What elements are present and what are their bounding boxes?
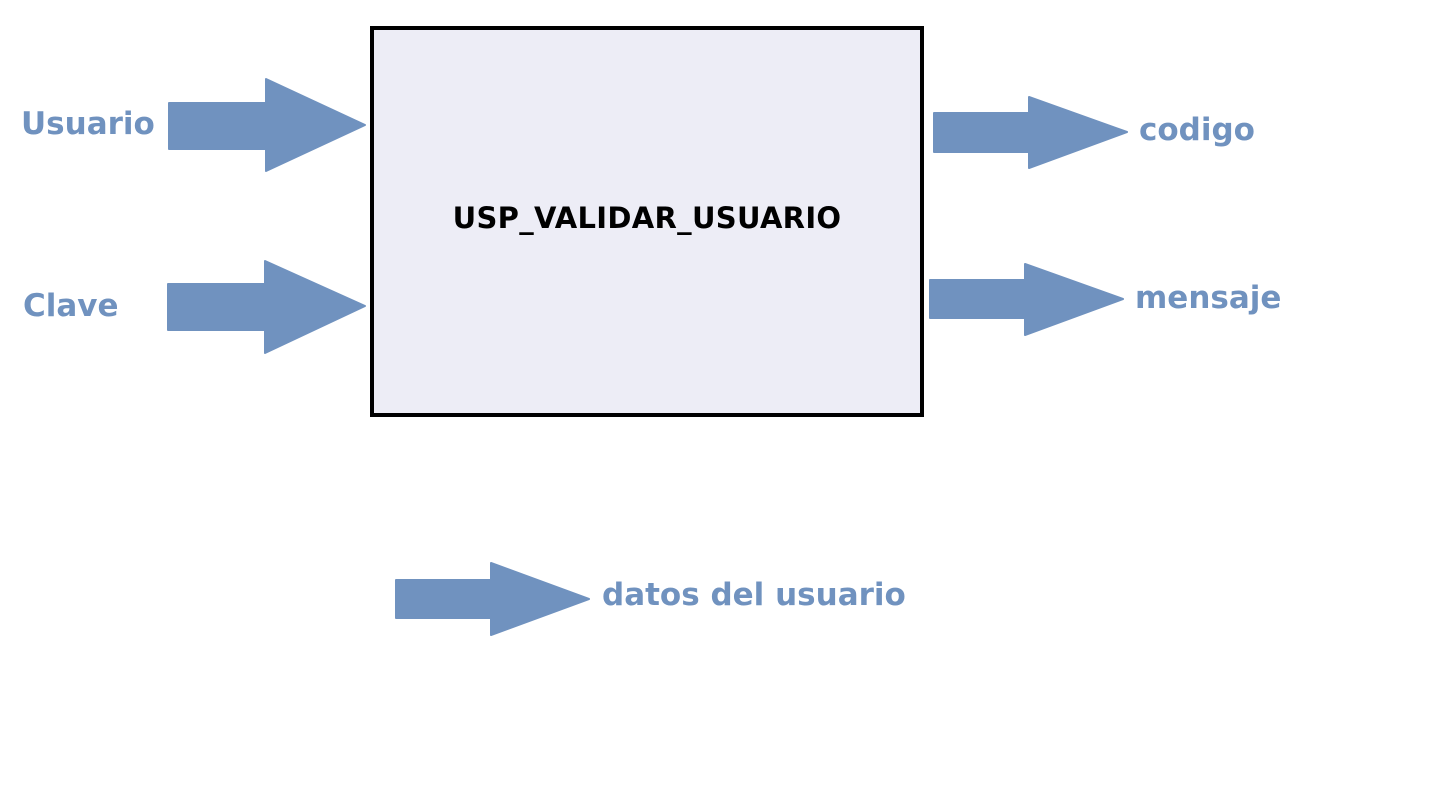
input-label-usuario: Usuario bbox=[21, 106, 155, 142]
output-label-codigo: codigo bbox=[1139, 112, 1255, 148]
process-title: USP_VALIDAR_USUARIO bbox=[452, 201, 842, 235]
arrow-right-icon bbox=[395, 562, 590, 636]
arrow-right-icon bbox=[933, 96, 1128, 169]
legend-label-datos-del-usuario: datos del usuario bbox=[602, 577, 906, 613]
arrow-right-icon bbox=[167, 260, 366, 354]
arrow-right-icon bbox=[929, 263, 1124, 336]
output-label-mensaje: mensaje bbox=[1135, 280, 1282, 316]
arrow-right-icon bbox=[168, 78, 366, 172]
input-label-clave: Clave bbox=[23, 288, 119, 324]
process-box: USP_VALIDAR_USUARIO bbox=[370, 26, 924, 417]
